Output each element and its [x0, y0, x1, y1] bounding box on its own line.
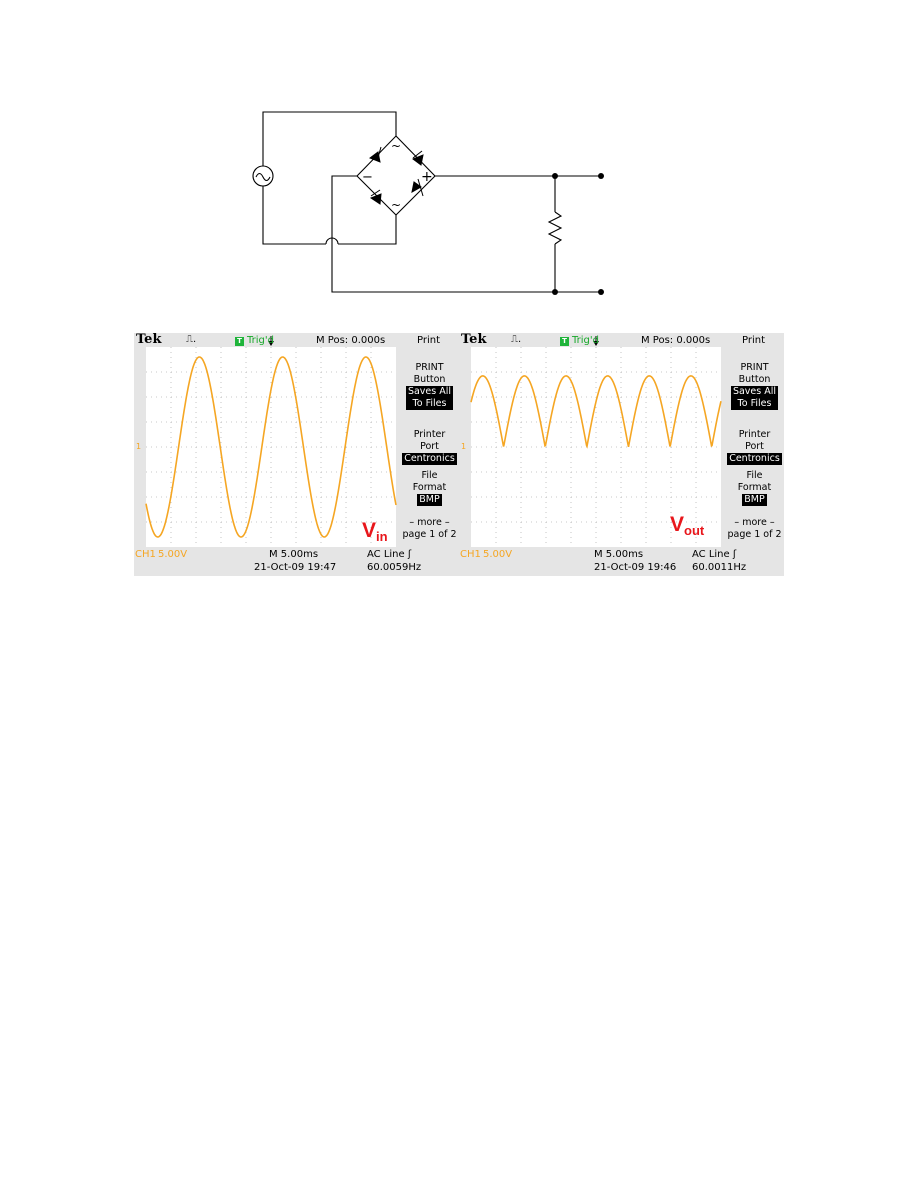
menu-title: Print — [742, 335, 766, 346]
junction-dot-bottom — [552, 289, 558, 295]
menu-file-format[interactable]: File Format BMP — [725, 470, 784, 506]
menu-label: PRINT — [740, 362, 769, 373]
trigger-edge-icon: ʃ — [407, 549, 412, 560]
timebase: M 5.00ms — [269, 549, 319, 560]
wire-source-top — [262, 111, 397, 166]
bridge-minus-label: − — [362, 170, 373, 185]
wire-source-bottom — [262, 186, 326, 245]
ground-marker: 1 — [461, 442, 467, 451]
trigger-position-arrow — [268, 341, 274, 346]
diode-bottom-left — [369, 189, 382, 205]
timebase: M 5.00ms — [594, 549, 644, 560]
ac-source-sine — [255, 172, 271, 182]
scope-screen-vout — [470, 336, 722, 547]
waveform-trace — [470, 375, 722, 449]
bridge-ac-label-bottom: ~ — [391, 198, 401, 212]
menu-label: Port — [420, 441, 439, 452]
diode-bottom-right — [411, 178, 424, 197]
channel-label: CH1 — [460, 549, 481, 560]
m-pos: M Pos: 0.000s — [641, 335, 711, 346]
timestamp: 21-Oct-09 19:47 — [254, 562, 337, 573]
menu-label: Printer — [413, 429, 446, 440]
menu-label: Printer — [738, 429, 771, 440]
scope-screen-vin — [145, 336, 397, 547]
menu-value: Centronics — [402, 453, 457, 465]
acquire-icon: ⎍. — [511, 334, 522, 345]
menu-label: File — [421, 470, 438, 481]
diode-top-right — [411, 150, 424, 166]
channel-scale: 5.00V — [483, 549, 513, 560]
trigger-status-text: Trig'd — [247, 335, 274, 346]
bridge-ac-label-top: ~ — [391, 139, 401, 153]
trigger-source: AC Line ʃ — [692, 549, 737, 560]
menu-label: Button — [738, 374, 771, 385]
output-terminal-bottom — [598, 289, 604, 295]
bridge-diamond — [356, 135, 436, 216]
menu-title: Print — [417, 335, 441, 346]
menu-value: Centronics — [727, 453, 782, 465]
menu-value: BMP — [417, 494, 442, 506]
acquire-icon: ⎍. — [186, 334, 197, 345]
menu-label: Button — [413, 374, 446, 385]
menu-label: – more – — [409, 517, 450, 528]
trigger-status-text: Trig'd — [572, 335, 599, 346]
menu-more[interactable]: – more – page 1 of 2 — [400, 517, 459, 541]
timestamp: 21-Oct-09 19:46 — [594, 562, 677, 573]
menu-file-format[interactable]: File Format BMP — [400, 470, 459, 506]
wire-source-bottom-right — [338, 215, 397, 245]
output-terminal-top — [598, 173, 604, 179]
frequency: 60.0011Hz — [692, 562, 747, 573]
bridge-rectifier-circuit: − + ~ ~ — [252, 111, 604, 295]
bridge-plus-label: + — [421, 169, 433, 185]
trigger-edge-icon: ʃ — [732, 549, 737, 560]
menu-printer-port[interactable]: Printer Port Centronics — [400, 429, 459, 465]
waveform-trace — [145, 356, 397, 538]
menu-label: Format — [737, 482, 772, 493]
resistor-symbol — [547, 211, 563, 245]
trigger-source: AC Line ʃ — [367, 549, 412, 560]
menu-more[interactable]: – more – page 1 of 2 — [725, 517, 784, 541]
junction-dot-top — [552, 173, 558, 179]
menu-label: – more – — [734, 517, 775, 528]
brand-logo: Tek — [136, 333, 162, 347]
m-pos: M Pos: 0.000s — [316, 335, 386, 346]
menu-printer-port[interactable]: Printer Port Centronics — [725, 429, 784, 465]
trigger-icon: T — [235, 337, 244, 346]
ground-marker: 1 — [136, 442, 142, 451]
signal-label: Vin — [362, 519, 388, 544]
wire-negative — [331, 175, 555, 293]
channel-label: CH1 — [135, 549, 156, 560]
brand-logo: Tek — [461, 333, 487, 347]
menu-label: PRINT — [415, 362, 444, 373]
menu-label: File — [746, 470, 763, 481]
diode-top-left — [368, 146, 382, 163]
signal-label: Vout — [670, 513, 705, 538]
menu-label: Port — [745, 441, 764, 452]
trigger-icon: T — [560, 337, 569, 346]
menu-value: BMP — [742, 494, 767, 506]
menu-label: page 1 of 2 — [402, 529, 457, 540]
trigger-position-arrow — [593, 341, 599, 346]
menu-label: page 1 of 2 — [727, 529, 782, 540]
channel-scale: 5.00V — [158, 549, 188, 560]
menu-label: Format — [412, 482, 447, 493]
frequency: 60.0059Hz — [367, 562, 422, 573]
